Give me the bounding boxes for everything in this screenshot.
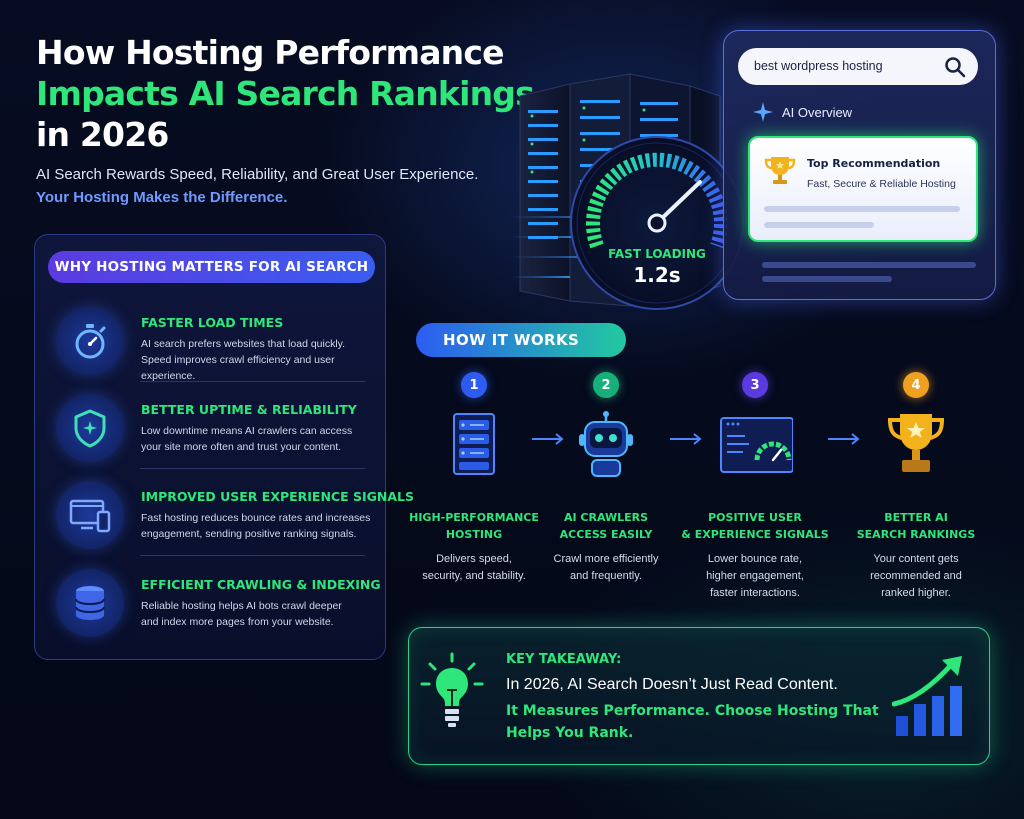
database-icon xyxy=(75,586,105,620)
speed-gauge xyxy=(570,136,744,310)
robot-icon xyxy=(579,411,633,477)
ai-overview-label: AI Overview xyxy=(782,104,853,120)
step-desc-line: Crawl more efficiently xyxy=(553,553,659,565)
reason-item-user-experience: IMPROVED USER EXPERIENCE SIGNALS Fast ho… xyxy=(56,479,414,559)
step-desc-line: Delivers speed, xyxy=(436,553,512,565)
placeholder-line xyxy=(764,222,874,228)
placeholder-line xyxy=(762,276,892,282)
devices-icon xyxy=(69,499,111,533)
placeholder-line xyxy=(762,262,976,268)
sparkle-icon xyxy=(753,102,773,122)
subtitle-highlight: Your Hosting Makes the Difference. xyxy=(36,189,288,206)
step-title-line: AI CRAWLERS xyxy=(563,511,649,524)
title-line-3: in 2026 xyxy=(36,115,169,154)
how-it-works-heading: HOW IT WORKS xyxy=(416,323,626,357)
search-icon[interactable] xyxy=(944,56,966,78)
page-title: How Hosting Performance Impacts AI Searc… xyxy=(36,32,535,155)
search-bar[interactable]: best wordpress hosting xyxy=(738,48,978,85)
reason-title: FASTER LOAD TIMES xyxy=(141,315,284,330)
reason-desc-line: Low downtime means AI crawlers can acces… xyxy=(141,425,353,437)
growth-chart-icon xyxy=(892,656,962,736)
stopwatch-icon xyxy=(75,324,106,359)
reason-title: BETTER UPTIME & RELIABILITY xyxy=(141,402,357,417)
reason-desc-line: AI search prefers websites that load qui… xyxy=(141,338,346,350)
reason-item-load-times: FASTER LOAD TIMES AI search prefers webs… xyxy=(56,305,376,385)
recommendation-title: Top Recommendation xyxy=(807,157,941,170)
top-recommendation-card[interactable]: Top Recommendation Fast, Secure & Reliab… xyxy=(748,136,978,242)
step-desc-line: Lower bounce rate, xyxy=(707,553,803,565)
divider xyxy=(140,468,365,469)
reason-desc-line: Speed improves crawl efficiency and user… xyxy=(141,354,335,382)
step-title-line: SEARCH RANKINGS xyxy=(856,528,976,541)
step-desc-line: higher engagement, xyxy=(706,570,804,582)
shield-icon xyxy=(74,409,106,448)
placeholder-line xyxy=(764,206,960,212)
step-desc-line: security, and stability. xyxy=(422,570,526,582)
gauge-label: FAST LOADING xyxy=(608,247,706,261)
step-title-line: HIGH-PERFORMANCE xyxy=(409,511,539,524)
reason-desc-line: and index more pages from your website. xyxy=(141,616,334,628)
divider xyxy=(140,555,365,556)
step-desc-line: and frequently. xyxy=(570,570,642,582)
reason-desc-line: your site more often and trust your cont… xyxy=(141,441,342,453)
server-rack-icon xyxy=(453,413,495,475)
step-title-line: ACCESS EASILY xyxy=(559,528,653,541)
recommendation-subtitle: Fast, Secure & Reliable Hosting xyxy=(807,178,956,190)
step-desc-line: Your content gets xyxy=(873,553,959,565)
reason-title: EFFICIENT CRAWLING & INDEXING xyxy=(141,577,381,592)
arrow-right-icon xyxy=(828,433,860,445)
step-rankings: 4 BETTER AI SEARCH RANKINGS Your content… xyxy=(841,372,991,602)
title-line-1: How Hosting Performance xyxy=(36,33,505,72)
takeaway-title: KEY TAKEAWAY: xyxy=(506,652,622,667)
takeaway-line-1: In 2026, AI Search Doesn’t Just Read Con… xyxy=(506,676,838,693)
reason-item-crawling: EFFICIENT CRAWLING & INDEXING Reliable h… xyxy=(56,567,381,647)
step-number: 3 xyxy=(742,372,768,398)
gauge-value: 1.2s xyxy=(633,263,681,287)
lightbulb-icon xyxy=(420,652,484,727)
takeaway-line-2: It Measures Performance. Choose Hosting … xyxy=(506,703,879,741)
step-title-line: POSITIVE USER xyxy=(708,511,802,524)
reason-item-uptime: BETTER UPTIME & RELIABILITY Low downtime… xyxy=(56,392,376,472)
trophy-icon xyxy=(887,414,945,472)
reason-desc-line: Reliable hosting helps AI bots crawl dee… xyxy=(141,600,342,612)
why-hosting-heading: WHY HOSTING MATTERS FOR AI SEARCH xyxy=(48,251,375,283)
step-title-line: & EXPERIENCE SIGNALS xyxy=(681,528,829,541)
reason-desc-line: Fast hosting reduces bounce rates and in… xyxy=(141,512,371,524)
trophy-icon xyxy=(764,157,796,184)
step-hosting: 1 HIGH-PERFORMANCE HOSTING Delivers spee… xyxy=(399,372,549,585)
step-title-line: HOSTING xyxy=(445,528,503,541)
key-takeaway-panel xyxy=(408,627,990,765)
step-desc-line: faster interactions. xyxy=(710,587,800,599)
search-query: best wordpress hosting xyxy=(754,59,883,73)
step-desc-line: recommended and xyxy=(870,570,962,582)
ai-overview-header: AI Overview xyxy=(752,101,852,123)
step-number: 4 xyxy=(903,372,929,398)
subtitle: AI Search Rewards Speed, Reliability, an… xyxy=(36,166,479,183)
step-desc-line: ranked higher. xyxy=(881,587,951,599)
title-line-2: Impacts AI Search Rankings xyxy=(36,74,535,113)
arrow-right-icon xyxy=(670,433,702,445)
step-number: 2 xyxy=(593,372,619,398)
reason-desc-line: engagement, sending positive ranking sig… xyxy=(141,528,357,540)
step-number: 1 xyxy=(461,372,487,398)
dashboard-icon xyxy=(720,417,794,473)
step-crawlers: 2 AI CRAWLERS ACCESS EASILY Crawl more e… xyxy=(531,372,681,585)
step-user-signals: 3 POSITIVE USER & EXPERIENCE SIGNALS Low… xyxy=(680,372,830,602)
arrow-right-icon xyxy=(532,433,564,445)
step-title-line: BETTER AI xyxy=(884,511,948,524)
reason-title: IMPROVED USER EXPERIENCE SIGNALS xyxy=(141,489,415,504)
divider xyxy=(140,381,365,382)
